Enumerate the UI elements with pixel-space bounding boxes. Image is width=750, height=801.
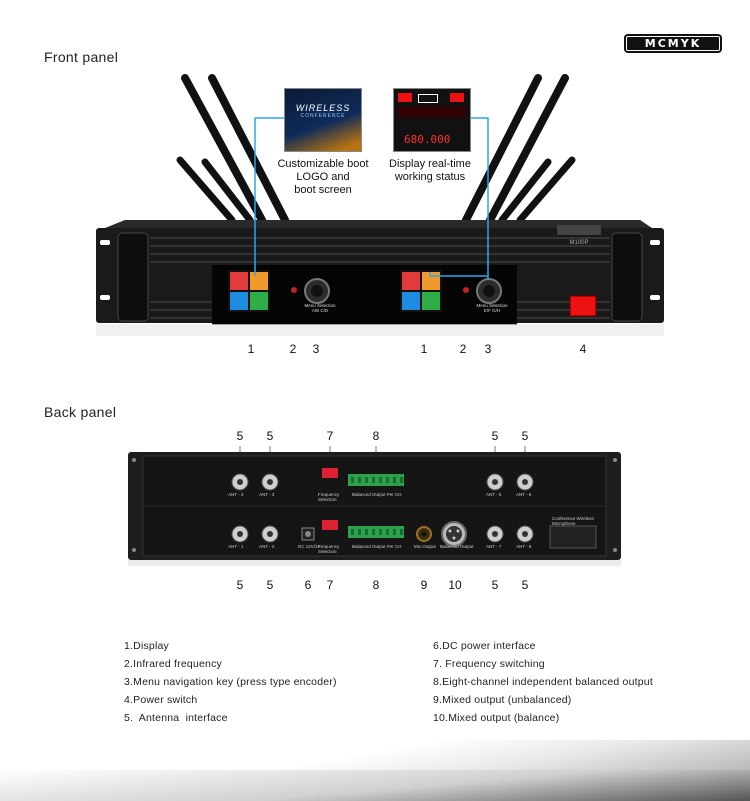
- boot-screen-line2: CONFERENCE: [300, 113, 346, 119]
- signal-badge: [450, 93, 464, 102]
- back-bottom-number-5b: 5: [266, 578, 274, 592]
- back-panel-title: Back panel: [44, 404, 117, 420]
- ant-label-bottom-2: ANT - 2: [259, 544, 275, 549]
- ant-label-bottom-4: ANT - 8: [516, 544, 532, 549]
- front-number-1a: 1: [247, 342, 255, 356]
- ant-label-bottom-1: ANT - 1: [228, 544, 244, 549]
- bal-out-label-top: Balanced Output Per CH: [352, 492, 402, 497]
- status-row: [398, 107, 466, 117]
- freq-sel-label-top: Frequency Selection: [318, 492, 340, 502]
- callout-right-caption: Display real-time working status: [389, 158, 471, 183]
- front-panel-illustration: M100P: [96, 74, 664, 336]
- back-top-number-5c: 5: [491, 429, 499, 443]
- back-bottom-number-5a: 5: [236, 578, 244, 592]
- legend-item: 7. Frequency switching: [433, 658, 545, 670]
- bal-out-label-bottom: Balanced Output Per CH: [352, 544, 402, 549]
- front-number-2a: 2: [289, 342, 297, 356]
- legend-item: 9.Mixed output (unbalanced): [433, 694, 572, 706]
- legend-item: 2.Infrared frequency: [124, 658, 222, 670]
- legend-item: 6.DC power interface: [433, 640, 536, 652]
- ant-label-top-4: ANT - 6: [516, 492, 532, 497]
- legend-item: 10.Mixed output (balance): [433, 712, 560, 724]
- ant-label-top-2: ANT - 3: [259, 492, 275, 497]
- front-number-3a: 3: [312, 342, 320, 356]
- decorative-swoosh-dark: [0, 770, 750, 801]
- frequency-readout: 680.000: [404, 133, 451, 146]
- ant-label-bottom-3: ANT - 7: [486, 544, 502, 549]
- front-number-3b: 3: [484, 342, 492, 356]
- back-bottom-number-7: 7: [326, 578, 334, 592]
- back-top-number-8: 8: [372, 429, 380, 443]
- back-bottom-number-5d: 5: [521, 578, 529, 592]
- legend-item: 5. Antenna interface: [124, 712, 228, 724]
- back-top-number-7: 7: [326, 429, 334, 443]
- legend-item: 1.Display: [124, 640, 169, 652]
- bal-mix-label: Balanced Output: [440, 544, 474, 549]
- back-top-number-5b: 5: [266, 429, 274, 443]
- mix-out-label: Mix Output: [414, 544, 436, 549]
- dc-label: DC 12V/2A: [298, 544, 321, 549]
- legend-item: 3.Menu navigation key (press type encode…: [124, 676, 337, 688]
- front-panel-title: Front panel: [44, 49, 119, 65]
- front-number-4: 4: [579, 342, 587, 356]
- front-number-2b: 2: [459, 342, 467, 356]
- back-bottom-number-5c: 5: [491, 578, 499, 592]
- legend-right: 6.DC power interface 7. Frequency switch…: [433, 637, 653, 727]
- channel-a-badge: [398, 93, 412, 102]
- ant-label-top-3: ANT - 5: [486, 492, 502, 497]
- front-number-1b: 1: [420, 342, 428, 356]
- back-panel-illustration: [128, 446, 621, 566]
- boot-screen-line1: WIRELESS: [295, 103, 351, 113]
- battery-icon: [418, 94, 438, 103]
- legend-item: 8.Eight-channel independent balanced out…: [433, 676, 653, 688]
- ant-label-top-1: ANT - 4: [228, 492, 244, 497]
- back-bottom-number-9: 9: [420, 578, 428, 592]
- brand-logo: MCMYK: [626, 36, 720, 51]
- product-label: Conference Wireless Microphone: [552, 516, 594, 526]
- back-top-number-5d: 5: [521, 429, 529, 443]
- back-bottom-number-10: 10: [448, 578, 462, 592]
- callout-left-caption: Customizable boot LOGO and boot screen: [277, 158, 369, 196]
- boot-logo-screen: WIRELESS CONFERENCE: [284, 88, 362, 152]
- back-top-number-5a: 5: [236, 429, 244, 443]
- freq-sel-label-bottom: Frequency Selection: [318, 544, 340, 554]
- model-label: M100P: [569, 240, 588, 246]
- back-bottom-number-8: 8: [372, 578, 380, 592]
- legend-left: 1.Display 2.Infrared frequency 3.Menu na…: [124, 637, 337, 727]
- status-screen: 680.000: [393, 88, 471, 152]
- back-bottom-number-6: 6: [304, 578, 312, 592]
- legend-item: 4.Power switch: [124, 694, 198, 706]
